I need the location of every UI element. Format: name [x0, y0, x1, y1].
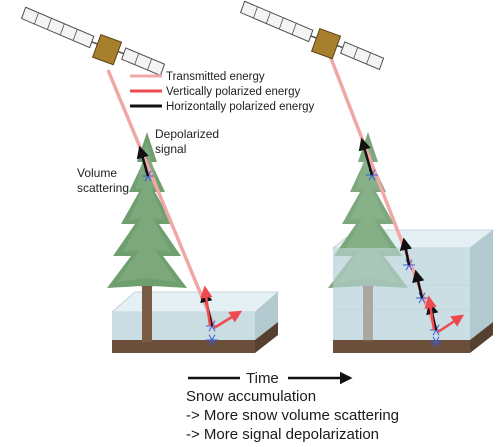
snow-scatter-right	[399, 237, 465, 348]
time-label: Time	[246, 370, 279, 387]
satellite-icon	[239, 0, 385, 71]
volume-label: Volume	[77, 166, 117, 180]
caption-line-1: Snow accumulation	[186, 388, 317, 405]
scattering-label: scattering	[77, 181, 129, 195]
legend-label-horizontal: Horizontally polarized energy	[166, 101, 315, 113]
signal-label: signal	[155, 142, 186, 156]
transmitted-beam-left	[106, 69, 216, 327]
legend-label-transmitted: Transmitted energy	[166, 71, 265, 83]
satellite-icon	[20, 6, 166, 77]
canopy-scatter-left	[136, 145, 155, 182]
time-arrow: Time	[188, 370, 353, 387]
canopy-scatter-right	[358, 137, 379, 181]
snow-block-left	[110, 291, 280, 353]
legend: Transmitted energy Vertically polarized …	[130, 71, 315, 113]
caption-line-3: -> More signal depolarization	[186, 426, 380, 443]
depolarized-label: Depolarized	[155, 127, 219, 141]
snow-scatter-left	[200, 285, 243, 346]
caption-line-2: -> More snow volume scattering	[186, 407, 400, 424]
legend-label-vertical: Vertically polarized energy	[166, 86, 300, 98]
